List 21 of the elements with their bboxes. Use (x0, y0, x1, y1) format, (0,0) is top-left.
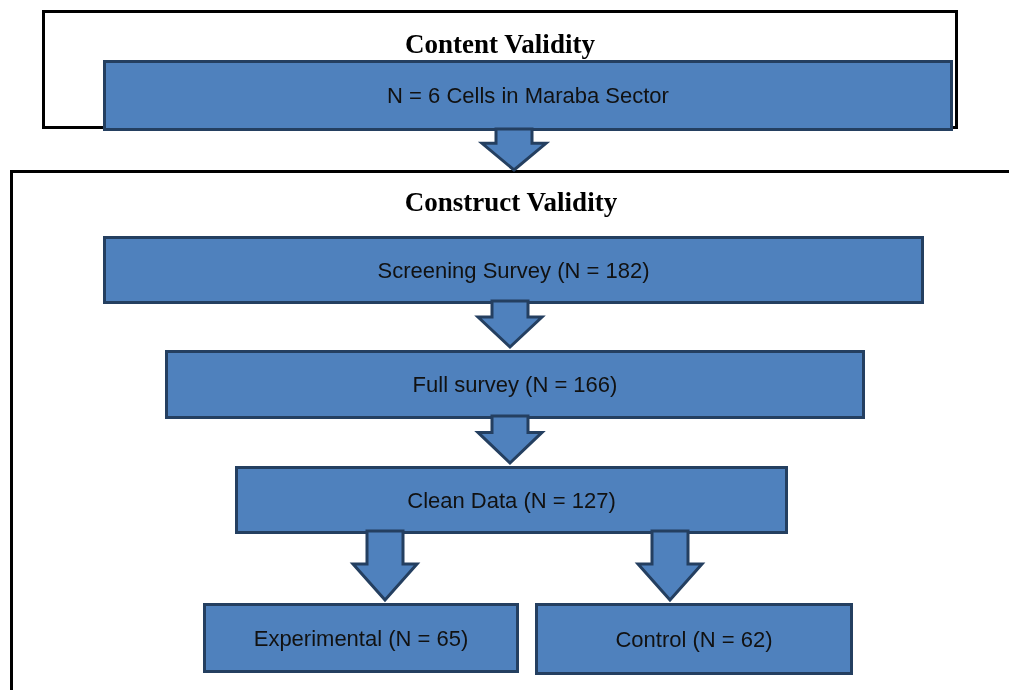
box-label: Screening Survey (N = 182) (377, 256, 650, 285)
box-label: N = 6 Cells in Maraba Sector (387, 82, 669, 110)
box-label: Experimental (N = 65) (253, 624, 469, 653)
process-box (203, 603, 519, 673)
frame-heading: Construct Validity (403, 189, 619, 216)
box-label: Full survey (N = 166) (412, 371, 618, 399)
process-box (103, 236, 924, 304)
block-arrow (477, 127, 551, 172)
frame-heading: Content Validity (404, 31, 596, 58)
process-box (103, 60, 953, 131)
block-arrow (349, 529, 421, 603)
process-box (535, 603, 853, 675)
block-arrow (474, 414, 546, 466)
box-label: Clean Data (N = 127) (407, 486, 616, 515)
process-box (235, 466, 788, 534)
box-label: Control (N = 62) (615, 625, 773, 654)
block-arrow (634, 529, 706, 603)
block-arrow (474, 299, 546, 350)
group-frame (42, 10, 958, 129)
process-box (165, 350, 865, 419)
group-frame (10, 170, 1009, 690)
